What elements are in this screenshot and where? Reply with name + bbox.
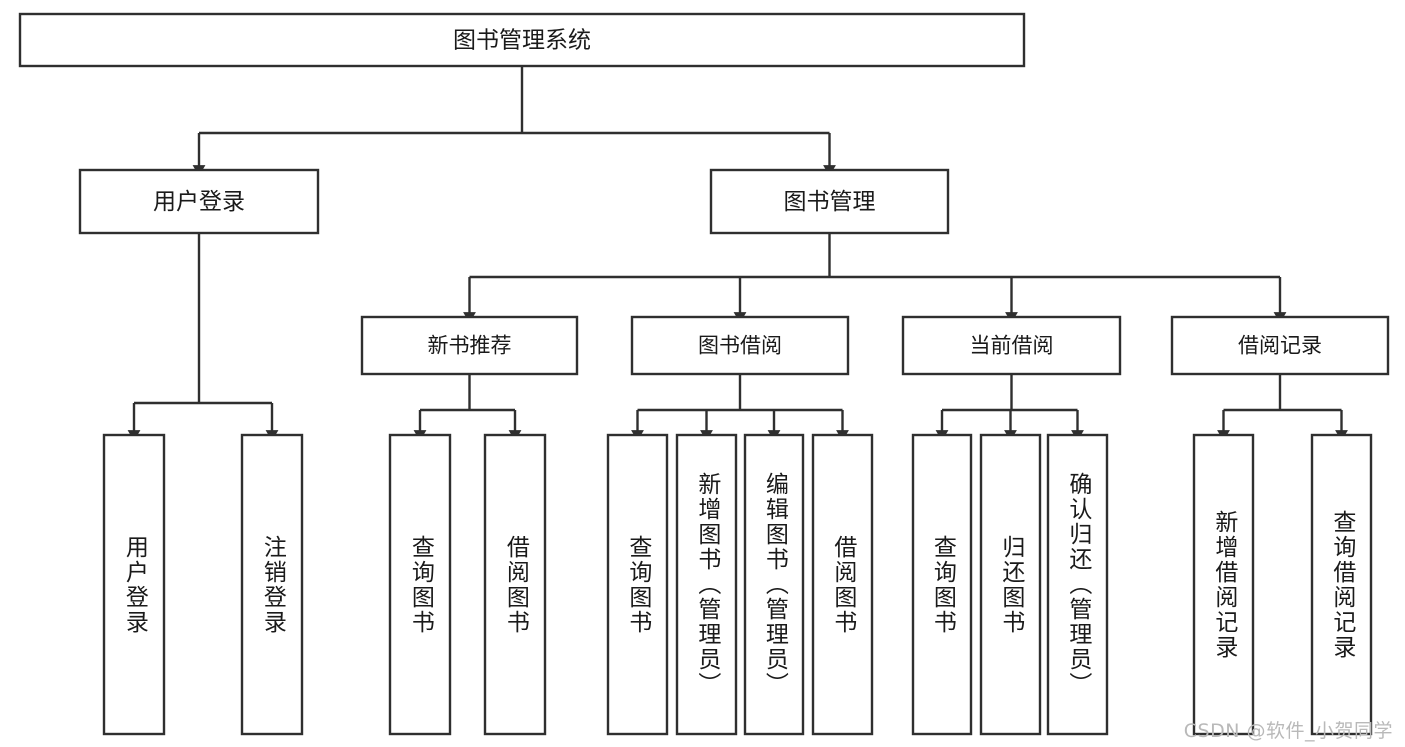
- node-root-label: 图书管理系统: [453, 28, 591, 54]
- node-level3-1[interactable]: 图书借阅: [630, 315, 850, 376]
- node-level2-1-label: 图书管理: [784, 189, 876, 215]
- node-leaf-10[interactable]: [1046, 433, 1109, 736]
- node-level3-2-label: 当前借阅: [970, 334, 1054, 358]
- node-level3-0-label: 新书推荐: [428, 334, 512, 358]
- node-level2-0[interactable]: 用户登录: [78, 168, 320, 235]
- node-root-rect[interactable]: [18, 12, 1026, 68]
- node-leaf-3[interactable]: [483, 433, 547, 736]
- connector-layer: [127, 66, 1348, 442]
- node-leaf-0-rect[interactable]: [102, 433, 166, 736]
- node-root[interactable]: 图书管理系统: [18, 12, 1026, 68]
- node-level3-2[interactable]: 当前借阅: [901, 315, 1122, 376]
- node-leaf-4-rect[interactable]: [606, 433, 669, 736]
- node-leaf-9[interactable]: [979, 433, 1042, 736]
- node-level3-2-rect[interactable]: [901, 315, 1122, 376]
- node-leaf-5-rect[interactable]: [675, 433, 738, 736]
- node-leaf-1[interactable]: [240, 433, 304, 736]
- node-leaf-7[interactable]: [811, 433, 874, 736]
- node-leaf-7-rect[interactable]: [811, 433, 874, 736]
- node-leaf-12[interactable]: [1310, 433, 1373, 736]
- node-leaf-3-rect[interactable]: [483, 433, 547, 736]
- node-leaf-12-rect[interactable]: [1310, 433, 1373, 736]
- node-level3-3-rect[interactable]: [1170, 315, 1390, 376]
- node-leaf-11[interactable]: [1192, 433, 1255, 736]
- node-leaf-0[interactable]: [102, 433, 166, 736]
- node-leaf-4[interactable]: [606, 433, 669, 736]
- node-level3-1-rect[interactable]: [630, 315, 850, 376]
- node-level2-0-label: 用户登录: [153, 189, 245, 215]
- node-leaf-8-rect[interactable]: [911, 433, 973, 736]
- node-level3-0-rect[interactable]: [360, 315, 579, 376]
- node-leaf-8[interactable]: [911, 433, 973, 736]
- node-leaf-2-rect[interactable]: [388, 433, 452, 736]
- node-leaf-1-rect[interactable]: [240, 433, 304, 736]
- node-leaf-5[interactable]: [675, 433, 738, 736]
- node-level2-1-rect[interactable]: [709, 168, 950, 235]
- node-level3-3[interactable]: 借阅记录: [1170, 315, 1390, 376]
- node-leaf-6[interactable]: [743, 433, 805, 736]
- node-level2-0-rect[interactable]: [78, 168, 320, 235]
- node-leaf-2[interactable]: [388, 433, 452, 736]
- node-level3-0[interactable]: 新书推荐: [360, 315, 579, 376]
- node-level3-3-label: 借阅记录: [1238, 334, 1322, 358]
- node-leaf-10-rect[interactable]: [1046, 433, 1109, 736]
- node-leaf-9-rect[interactable]: [979, 433, 1042, 736]
- node-level2-1[interactable]: 图书管理: [709, 168, 950, 235]
- node-leaf-6-rect[interactable]: [743, 433, 805, 736]
- node-leaf-11-rect[interactable]: [1192, 433, 1255, 736]
- watermark-text: CSDN @软件_小贺同学: [1183, 720, 1393, 742]
- node-level3-1-label: 图书借阅: [698, 334, 782, 358]
